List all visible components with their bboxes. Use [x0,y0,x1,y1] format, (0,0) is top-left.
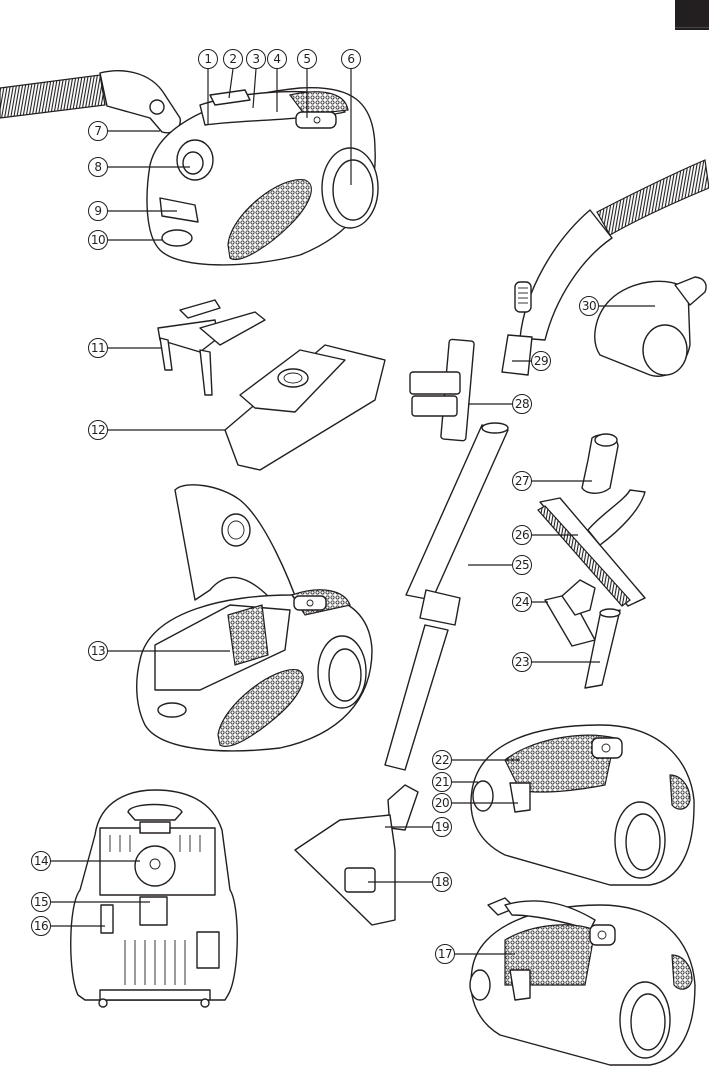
callout-12: 12 [88,420,108,440]
callout-2: 2 [223,49,243,69]
callout-9: 9 [88,201,108,221]
callout-17: 17 [435,944,455,964]
callout-15: 15 [31,892,51,912]
callout-19: 19 [432,817,452,837]
callout-21: 21 [432,772,452,792]
callout-16: 16 [31,916,51,936]
callout-10: 10 [88,230,108,250]
vacuum-cleaner-side-view [471,725,694,885]
callout-23: 23 [512,652,532,672]
vacuum-cleaner-top-view [147,88,378,265]
telescopic-tube [385,423,508,770]
callout-6: 6 [341,49,361,69]
bag-holder [158,300,265,395]
vacuum-cleaner-open-lid [137,485,372,751]
callout-22: 22 [432,750,452,770]
turbo-brush [595,277,706,376]
callout-14: 14 [31,851,51,871]
callout-28: 28 [512,394,532,414]
callout-13: 13 [88,641,108,661]
callout-25: 25 [512,555,532,575]
callout-5: 5 [297,49,317,69]
callout-27: 27 [512,471,532,491]
vacuum-cleaner-bottom-view [71,790,238,1007]
crevice-tool [585,609,620,688]
callout-24: 24 [512,592,532,612]
vacuum-cleaner-filter-view [470,898,695,1065]
callout-8: 8 [88,157,108,177]
callout-4: 4 [267,49,287,69]
floor-nozzle [295,785,418,925]
callout-30: 30 [579,296,599,316]
callout-26: 26 [512,525,532,545]
callout-11: 11 [88,338,108,358]
upholstery-nozzle [545,580,595,646]
accessory-holder [410,339,474,441]
callout-3: 3 [246,49,266,69]
callout-18: 18 [432,872,452,892]
callout-1: 1 [198,49,218,69]
callout-29: 29 [531,351,551,371]
callout-7: 7 [88,121,108,141]
small-nozzle [582,434,618,493]
callout-20: 20 [432,793,452,813]
dust-bag [225,345,385,470]
